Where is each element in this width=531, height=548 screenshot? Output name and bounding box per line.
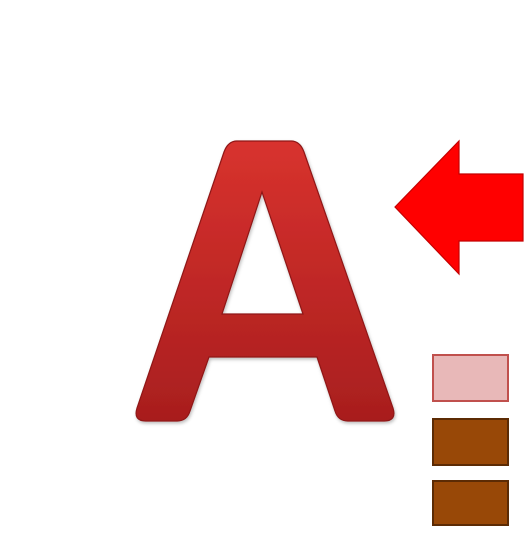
swatch-brown-2 xyxy=(432,480,509,526)
letter-a-icon xyxy=(135,140,395,422)
swatch-brown-1 xyxy=(432,418,509,466)
swatch-light-pink xyxy=(432,354,509,402)
arrow-left-icon xyxy=(394,139,524,276)
